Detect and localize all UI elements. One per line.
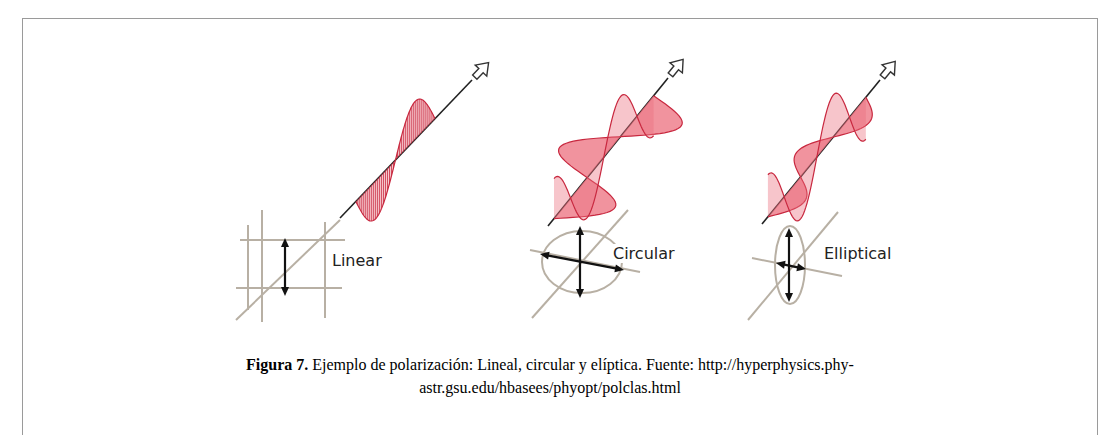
wave-hatch bbox=[417, 100, 418, 138]
polarization-label: Elliptical bbox=[822, 244, 893, 263]
wave-hatch bbox=[379, 177, 380, 213]
wave-fill bbox=[768, 93, 866, 221]
propagation-axis bbox=[762, 80, 880, 224]
field-vector bbox=[546, 255, 618, 269]
wave-hatch bbox=[425, 102, 426, 129]
reference-frame bbox=[748, 212, 838, 320]
field-vector-head bbox=[281, 238, 289, 247]
wave-hatch bbox=[413, 104, 414, 142]
propagation-axis bbox=[340, 80, 472, 218]
wave-curve bbox=[356, 99, 435, 221]
wave-hatch bbox=[423, 100, 424, 131]
wave-hatch bbox=[363, 193, 364, 215]
field-vector-head bbox=[576, 289, 584, 298]
wave-hatch bbox=[377, 179, 378, 217]
field-vector-head bbox=[785, 293, 793, 302]
wave-hatch bbox=[405, 123, 406, 150]
figure-caption: Figura 7. Ejemplo de polarización: Linea… bbox=[120, 353, 980, 399]
wave-hatch bbox=[371, 185, 372, 221]
wave-hatch bbox=[373, 183, 374, 221]
wave-hatch bbox=[365, 191, 366, 218]
field-vector-head bbox=[540, 252, 550, 260]
wave-hatch bbox=[383, 172, 384, 203]
wave-hatch bbox=[385, 170, 386, 197]
wave-hatch bbox=[407, 117, 408, 148]
wave-hatch bbox=[367, 189, 368, 220]
wave-hatch bbox=[409, 112, 410, 146]
field-vector bbox=[284, 244, 286, 290]
polarization-ellipse bbox=[775, 226, 805, 304]
wave-hatch bbox=[419, 99, 420, 135]
wave-hatch bbox=[361, 195, 362, 212]
reference-frame bbox=[247, 225, 249, 310]
wave-hatch bbox=[369, 187, 370, 221]
elliptical-figure bbox=[748, 61, 895, 320]
wave-hatch bbox=[375, 181, 376, 219]
polarization-label: Linear bbox=[330, 251, 384, 270]
field-vector-head bbox=[785, 228, 793, 237]
field-vector-head bbox=[281, 287, 289, 296]
wave-hatch bbox=[415, 101, 416, 139]
wave-hatch bbox=[411, 107, 412, 143]
linear-figure bbox=[236, 63, 489, 322]
figure-frame bbox=[23, 19, 1098, 435]
wave-curve bbox=[768, 93, 866, 221]
reference-frame bbox=[532, 210, 628, 318]
polarization-label: Circular bbox=[611, 244, 677, 263]
field-vector-head bbox=[796, 263, 806, 271]
field-vector-head bbox=[576, 226, 584, 235]
reference-frame bbox=[236, 287, 342, 289]
wave-curve bbox=[554, 95, 654, 220]
circular-figure bbox=[530, 59, 683, 318]
wave-hatch bbox=[427, 105, 428, 127]
propagation-arrow bbox=[473, 63, 489, 80]
polarization-ellipse bbox=[542, 231, 622, 293]
wave-hatch bbox=[429, 108, 430, 125]
reference-frame bbox=[240, 239, 345, 241]
field-vector-head bbox=[614, 264, 624, 272]
reference-frame bbox=[236, 220, 340, 320]
propagation-arrow bbox=[880, 61, 895, 78]
wave-fill bbox=[356, 99, 435, 221]
reference-frame bbox=[261, 210, 263, 322]
wave-fill bbox=[554, 95, 654, 220]
wave-hatch bbox=[381, 175, 382, 209]
wave-hatch bbox=[421, 99, 422, 133]
field-vector-head bbox=[776, 261, 786, 269]
propagation-arrow bbox=[668, 59, 683, 76]
